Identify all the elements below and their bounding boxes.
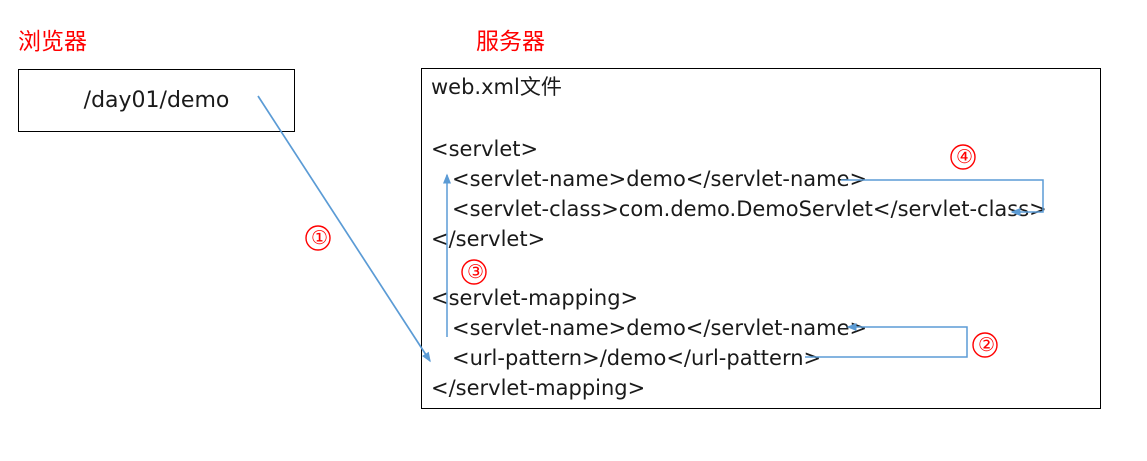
server-title-label: 服务器 — [476, 29, 545, 55]
code-line-servlet-name-2: <servlet-name>demo</servlet-name> — [452, 316, 868, 340]
code-line-servlet-name-1: <servlet-name>demo</servlet-name> — [452, 167, 868, 191]
arrow-1-request-path — [257, 95, 431, 363]
browser-box — [18, 69, 295, 132]
step-marker-1-label: ① — [311, 227, 329, 249]
code-line-url-pattern: <url-pattern>/demo</url-pattern> — [452, 346, 822, 370]
webxml-file-title: web.xml文件 — [431, 75, 562, 99]
browser-url-text: /day01/demo — [83, 88, 230, 113]
code-line-servlet-close: </servlet> — [431, 227, 546, 251]
code-line-servlet-mapping-close: </servlet-mapping> — [431, 376, 646, 400]
code-line-servlet-mapping-open: <servlet-mapping> — [431, 286, 639, 310]
browser-title-label: 浏览器 — [18, 29, 87, 55]
step-marker-3-label: ③ — [467, 261, 485, 283]
step-marker-4-label: ④ — [956, 146, 974, 168]
code-line-servlet-open: <servlet> — [431, 137, 539, 161]
code-line-servlet-class: <servlet-class>com.demo.DemoServlet</ser… — [452, 197, 1047, 221]
step-marker-2-label: ② — [978, 334, 996, 356]
